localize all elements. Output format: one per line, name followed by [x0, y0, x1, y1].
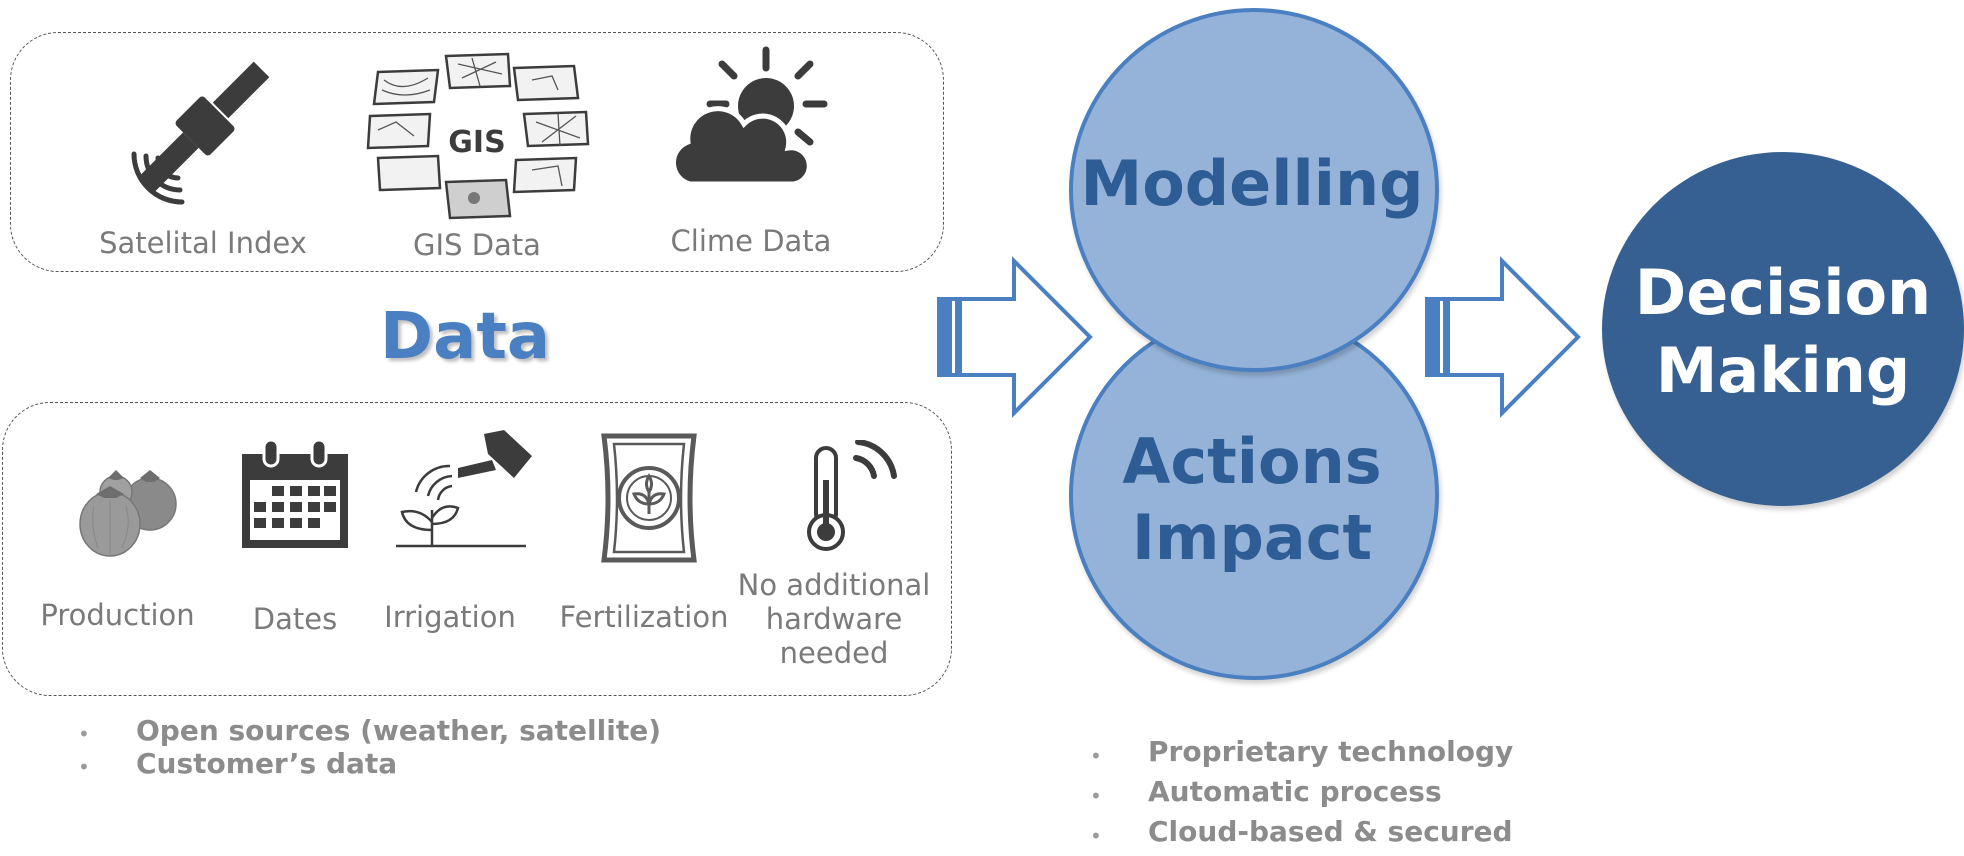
calendar-icon	[242, 440, 348, 548]
top-item-label: Satelital Index	[99, 226, 307, 260]
gis-maps-icon: GIS	[366, 52, 590, 220]
bullet-item: Customer’s data	[76, 747, 661, 784]
fertilizer-bag-icon	[601, 433, 697, 563]
modelling-circle	[1069, 8, 1439, 372]
label-line: Actions	[1122, 425, 1382, 498]
bullet-item: Automatic process	[1088, 772, 1513, 816]
bullet-item: Cloud-based & secured	[1088, 812, 1513, 856]
arrow-right-icon	[1425, 256, 1581, 418]
label-line: Decision	[1634, 256, 1932, 329]
bottom-item-label: Fertilization	[559, 600, 729, 634]
satellite-icon	[131, 61, 270, 205]
bullet-item: Open sources (weather, satellite)	[76, 714, 661, 751]
data-bullets: Open sources (weather, satellite) Custom…	[76, 714, 661, 784]
decision-making-label: Decision Making	[1600, 254, 1964, 410]
modelling-label: Modelling	[1080, 147, 1424, 220]
label-line: Making	[1655, 334, 1911, 407]
top-item-label: Clime Data	[670, 224, 832, 258]
label-line: hardware	[765, 602, 903, 636]
bottom-data-group	[2, 402, 952, 696]
bottom-item-label: Dates	[252, 602, 338, 636]
top-data-group	[10, 32, 944, 272]
data-title: Data	[380, 300, 551, 374]
label-line: needed	[779, 636, 889, 670]
weather-icon	[670, 46, 828, 187]
top-item-label: GIS Data	[413, 228, 541, 262]
fruit-icon	[79, 470, 177, 557]
arrow-right-icon	[937, 256, 1093, 418]
label-line: No additional	[737, 568, 931, 602]
watering-can-icon	[396, 430, 532, 548]
bottom-item-label: Production	[40, 598, 195, 632]
decision-making-circle	[1602, 152, 1964, 506]
thermometer-signal-icon	[807, 440, 897, 551]
bottom-item-label: Irrigation	[384, 600, 516, 634]
bottom-item-label: No additional hardware needed	[734, 568, 934, 670]
model-bullets: Proprietary technology Automatic process…	[1088, 732, 1513, 856]
label-line: Impact	[1131, 501, 1373, 574]
actions-impact-label: Actions Impact	[1060, 424, 1444, 576]
bullet-item: Proprietary technology	[1088, 732, 1513, 776]
gis-badge: GIS	[448, 125, 505, 160]
